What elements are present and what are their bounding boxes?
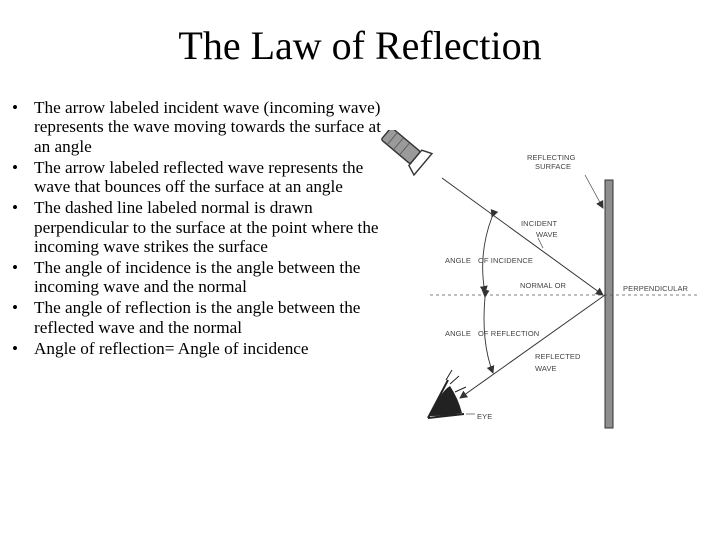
incident-wave-label: INCIDENT: [521, 219, 558, 228]
bullet-marker: •: [12, 298, 19, 318]
angle-of-reflection-label: ANGLE: [445, 329, 471, 338]
bullet-item: • The angle of reflection is the angle be…: [12, 298, 384, 337]
eye-icon: [427, 369, 475, 419]
incident-wave-arrow: [441, 177, 604, 296]
bullet-marker: •: [12, 198, 19, 218]
angle-of-incidence-arc: [479, 209, 499, 294]
reflecting-surface-label: REFLECTING: [527, 153, 576, 162]
eye-label: EYE: [477, 412, 492, 421]
bullet-text: The dashed line labeled normal is drawn …: [34, 198, 379, 257]
incident-wave-label: WAVE: [536, 230, 558, 239]
reflecting-surface: [604, 179, 614, 429]
bullet-item: • The arrow labeled reflected wave repres…: [12, 158, 384, 197]
reflected-wave-label: REFLECTED: [535, 352, 581, 361]
angle-of-incidence-label: OF INCIDENCE: [478, 256, 533, 265]
bullet-marker: •: [12, 258, 19, 278]
bullet-marker: •: [12, 98, 19, 117]
bullet-item: • The angle of incidence is the angle bet…: [12, 258, 384, 297]
bullet-item: • The dashed line labeled normal is drawn…: [12, 198, 384, 256]
bullet-text: The arrow labeled reflected wave represe…: [34, 157, 364, 197]
reflected-wave-label: WAVE: [535, 364, 557, 373]
reflected-wave-arrow: [459, 294, 606, 399]
angle-of-reflection-label: OF REFLECTION: [478, 329, 539, 338]
leader-line: [584, 174, 604, 209]
bullet-text: The arrow labeled incident wave (incomin…: [34, 98, 381, 156]
bullet-text: The angle of incidence is the angle betw…: [34, 258, 361, 297]
reflection-diagram: REFLECTING SURFACE INCIDENT WAVE ANGLE O…: [381, 130, 700, 429]
angle-of-incidence-label: ANGLE: [445, 256, 471, 265]
angle-of-reflection-arc: [481, 289, 495, 374]
normal-label: NORMAL OR: [520, 281, 567, 290]
bullet-text: Angle of reflection= Angle of incidence: [34, 338, 309, 358]
bullet-item: • Angle of reflection= Angle of incidence: [12, 339, 384, 358]
leader-line: [537, 237, 544, 249]
bullet-text: The angle of reflection is the angle bet…: [34, 298, 361, 337]
perpendicular-label: PERPENDICULAR: [623, 284, 689, 293]
slide-title: The Law of Reflection: [178, 23, 542, 68]
flashlight-icon: [381, 130, 434, 177]
bullet-item: • The arrow labeled incident wave (incomi…: [12, 98, 384, 156]
bullet-marker: •: [12, 338, 19, 358]
bullet-marker: •: [12, 157, 19, 177]
bullet-list: • The arrow labeled incident wave (incomi…: [12, 98, 384, 360]
reflecting-surface-label: SURFACE: [535, 162, 571, 171]
